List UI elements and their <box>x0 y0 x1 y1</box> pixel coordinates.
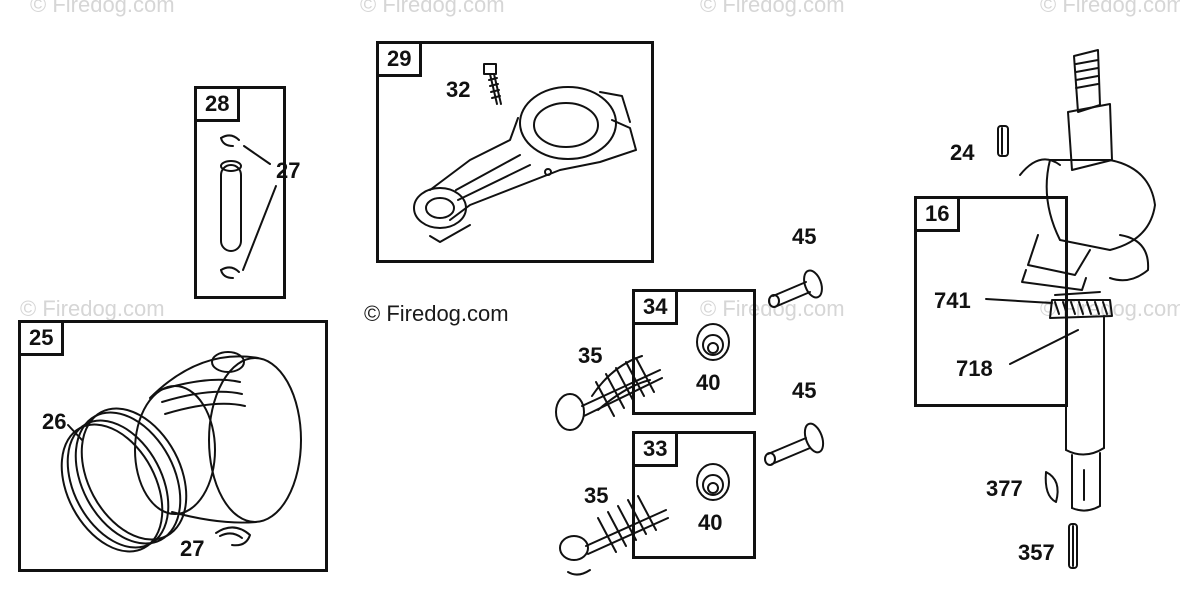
crankshaft-icon <box>1019 49 1156 512</box>
callout-24: 24 <box>950 140 975 165</box>
valve-retainer-icon <box>696 323 730 361</box>
valve-spring-icon <box>559 495 669 576</box>
valve-spring-icon <box>555 355 663 431</box>
group-box-34: 34 <box>632 289 756 415</box>
watermark: © Firedog.com <box>30 0 175 17</box>
watermark: © Firedog.com <box>700 0 845 17</box>
callout-357: 357 <box>1018 540 1055 565</box>
group-box-29: 29 <box>376 41 654 263</box>
tappet-icon <box>764 422 825 466</box>
piston-pin-icon <box>220 134 277 279</box>
group-box-28: 28 <box>194 86 286 299</box>
watermark: © Firedog.com <box>360 0 505 17</box>
tappet-icon <box>768 269 823 308</box>
group-number-34: 34 <box>632 289 679 325</box>
watermark: © Firedog.com <box>20 296 165 321</box>
crankshaft-key-icon <box>997 125 1009 157</box>
pin-icon <box>1068 523 1078 569</box>
copyright-text: © Firedog.com <box>364 301 509 326</box>
callout-40: 40 <box>698 510 723 535</box>
piston-ring-icon <box>60 407 188 553</box>
callout-26: 26 <box>42 409 67 434</box>
group-number-29: 29 <box>376 41 423 77</box>
callout-40: 40 <box>696 370 721 395</box>
callout-718: 718 <box>956 356 993 381</box>
piston-icon <box>134 351 302 524</box>
callout-45: 45 <box>792 224 817 249</box>
group-box-16: 16 <box>914 196 1068 407</box>
leader-lines <box>985 298 1079 365</box>
group-number-33: 33 <box>632 431 679 467</box>
callout-27: 27 <box>180 536 205 561</box>
watermark: © Firedog.com <box>700 296 845 321</box>
valve-retainer-icon <box>696 463 730 501</box>
callout-35: 35 <box>578 343 603 368</box>
rod-bolt-icon <box>483 63 502 105</box>
group-box-33: 33 <box>632 431 756 559</box>
woodruff-key-icon <box>1044 471 1059 503</box>
callout-377: 377 <box>986 476 1023 501</box>
retaining-clip-icon <box>215 526 251 547</box>
group-number-16: 16 <box>914 196 961 232</box>
group-number-28: 28 <box>194 86 241 122</box>
group-number-25: 25 <box>18 320 65 356</box>
callout-32: 32 <box>446 77 471 102</box>
callout-27: 27 <box>276 158 301 183</box>
watermark: © Firedog.com <box>1040 0 1180 17</box>
callout-35: 35 <box>584 483 609 508</box>
group-box-25: 25 <box>18 320 328 572</box>
callout-741: 741 <box>934 288 971 313</box>
callout-45: 45 <box>792 378 817 403</box>
connecting-rod-icon <box>413 86 637 243</box>
